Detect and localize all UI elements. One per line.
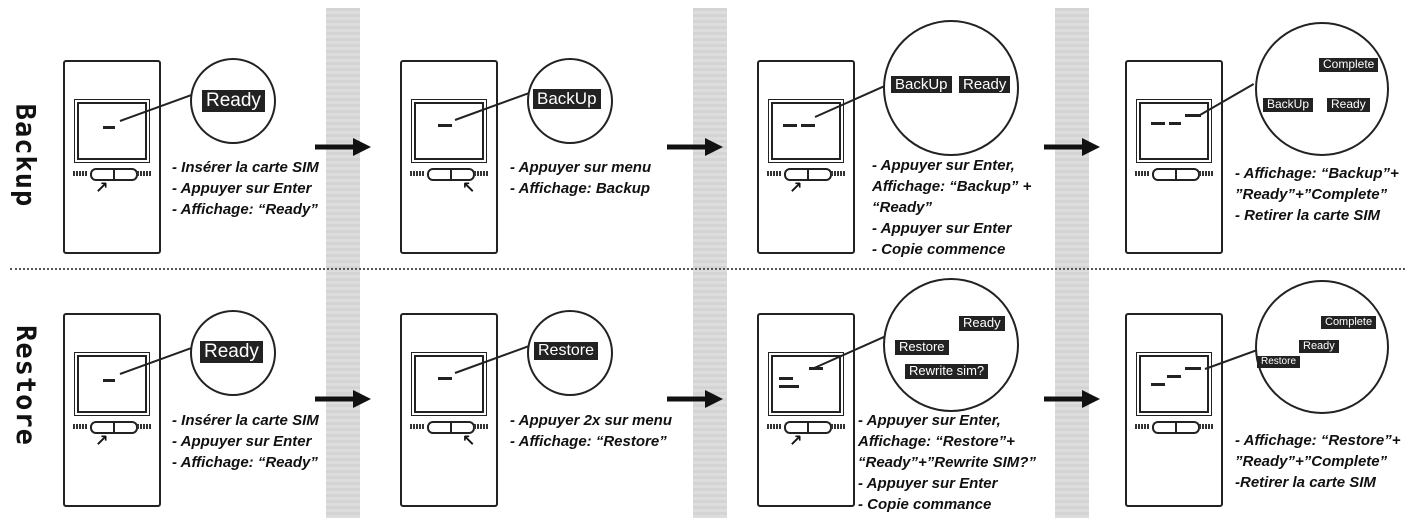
- row-divider: [10, 268, 1405, 270]
- step-caption: - Appuyer sur Enter,Affichage: “Backup” …: [872, 157, 1032, 258]
- arrow-pointer-icon: ↗: [789, 178, 803, 197]
- screen-tag: Ready: [1299, 340, 1339, 353]
- arrow-pointer-icon: ↗: [789, 431, 803, 450]
- sim-copier-device: ↗: [757, 60, 855, 254]
- screen-zoom-circle: BackUp: [527, 58, 613, 144]
- device-buttons: [767, 421, 847, 434]
- device-buttons: [1135, 168, 1215, 181]
- column-separator: [693, 8, 727, 518]
- sim-copier-device: ↗: [63, 60, 161, 254]
- device-screen: [411, 99, 487, 163]
- arrow-pointer-icon: ↗: [95, 178, 109, 197]
- screen-tag: BackUp: [1263, 97, 1314, 112]
- screen-tag: Ready: [200, 341, 263, 363]
- screen-zoom-circle: Ready: [190, 58, 276, 144]
- row-label-backup: Backup: [9, 103, 41, 207]
- sim-copier-device: ↗: [757, 313, 855, 507]
- screen-tag: BackUp: [891, 76, 952, 94]
- device-screen: [411, 352, 487, 416]
- screen-zoom-circle: Ready Restore Rewrite sim?: [883, 278, 1019, 412]
- device-buttons: [767, 168, 847, 181]
- step-caption: - Appuyer sur Enter,Affichage: “Restore”…: [858, 412, 1036, 513]
- arrow-pointer-icon: ↖: [462, 178, 476, 197]
- step-caption: - Affichage: “Backup”+”Ready”+”Complete”…: [1235, 165, 1399, 224]
- row-label-restore: Restore: [9, 324, 41, 446]
- sim-copier-device: [1125, 60, 1223, 254]
- device-buttons: [73, 168, 153, 181]
- screen-tag: Ready: [1327, 97, 1370, 112]
- sim-copier-device: ↖: [400, 60, 498, 254]
- screen-tag: Rewrite sim?: [905, 363, 989, 379]
- device-screen: [1136, 99, 1212, 163]
- right-arrow-icon: [1044, 390, 1100, 408]
- step-caption: - Appuyer sur menu- Affichage: Backup: [510, 159, 652, 197]
- right-arrow-icon: [315, 138, 371, 156]
- device-buttons: [73, 421, 153, 434]
- device-screen: [74, 352, 150, 416]
- right-arrow-icon: [667, 138, 723, 156]
- right-arrow-icon: [1044, 138, 1100, 156]
- screen-zoom-circle: Complete Ready Restore: [1255, 280, 1389, 414]
- screen-tag: Ready: [202, 90, 265, 112]
- device-buttons: [410, 168, 490, 181]
- arrow-pointer-icon: ↖: [462, 431, 476, 450]
- screen-zoom-circle: Complete BackUp Ready: [1255, 22, 1389, 156]
- step-caption: - Affichage: “Restore”+”Ready”+”Complete…: [1235, 432, 1401, 491]
- right-arrow-icon: [315, 390, 371, 408]
- screen-tag: Ready: [959, 315, 1005, 331]
- screen-tag: BackUp: [533, 89, 601, 109]
- screen-tag: Complete: [1321, 316, 1377, 329]
- device-buttons: [410, 421, 490, 434]
- sim-copier-device: ↖: [400, 313, 498, 507]
- step-caption: - Insérer la carte SIM- Appuyer sur Ente…: [172, 412, 319, 471]
- arrow-pointer-icon: ↗: [95, 431, 109, 450]
- screen-tag: Restore: [895, 339, 949, 355]
- screen-tag: Restore: [1257, 356, 1301, 368]
- step-caption: - Insérer la carte SIM- Appuyer sur Ente…: [172, 159, 319, 218]
- sim-copier-device: [1125, 313, 1223, 507]
- step-caption: - Appuyer 2x sur menu- Affichage: “Resto…: [510, 412, 672, 450]
- device-buttons: [1135, 421, 1215, 434]
- device-screen: [768, 352, 844, 416]
- screen-tag: Restore: [534, 342, 599, 361]
- screen-zoom-circle: Ready: [190, 310, 276, 396]
- device-screen: [1136, 352, 1212, 416]
- column-separator: [326, 8, 360, 518]
- screen-zoom-circle: BackUp Ready: [883, 20, 1019, 156]
- sim-copier-device: ↗: [63, 313, 161, 507]
- device-screen: [74, 99, 150, 163]
- screen-zoom-circle: Restore: [527, 310, 613, 396]
- column-separator: [1055, 8, 1089, 518]
- right-arrow-icon: [667, 390, 723, 408]
- screen-tag: Complete: [1319, 57, 1379, 72]
- screen-tag: Ready: [959, 76, 1011, 94]
